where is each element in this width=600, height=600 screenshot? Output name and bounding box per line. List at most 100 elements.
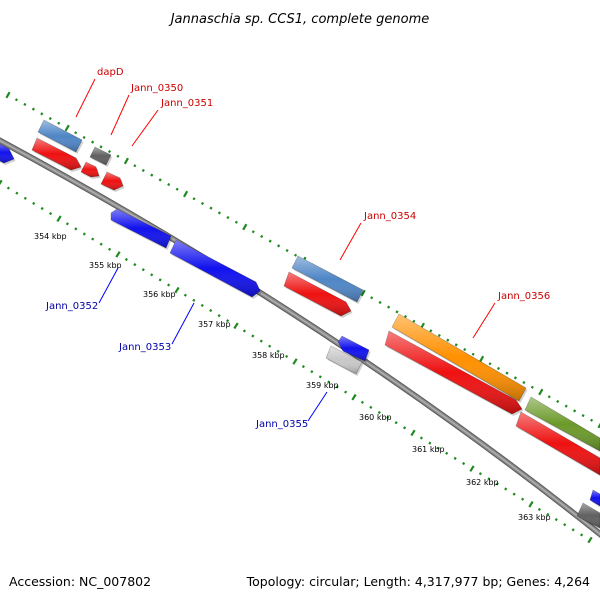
feature-gloss bbox=[326, 346, 362, 374]
minor-tick-mark bbox=[573, 409, 577, 413]
forward-cds-arrow bbox=[100, 171, 125, 192]
forward-cds-arrow bbox=[31, 137, 83, 172]
label-leader-line bbox=[110, 94, 130, 136]
minor-tick-mark bbox=[512, 492, 516, 496]
feature-gloss bbox=[0, 144, 14, 163]
minor-tick-mark bbox=[590, 418, 594, 422]
scale-tick-label: 354 kbp bbox=[34, 232, 67, 241]
minor-tick-mark bbox=[14, 98, 18, 102]
minor-tick-mark bbox=[133, 263, 137, 267]
feature-gloss bbox=[32, 138, 81, 170]
minor-tick-mark bbox=[580, 533, 584, 537]
minor-tick-mark bbox=[91, 140, 95, 144]
minor-tick-mark bbox=[495, 482, 499, 486]
minor-tick-mark bbox=[428, 441, 432, 445]
minor-tick-mark bbox=[412, 319, 416, 323]
minor-tick-mark bbox=[571, 528, 575, 532]
minor-tick-mark bbox=[116, 154, 120, 158]
minor-tick-mark bbox=[183, 293, 187, 297]
minor-tick-mark bbox=[530, 385, 534, 389]
minor-tick-mark bbox=[369, 405, 373, 409]
minor-tick-mark bbox=[445, 451, 449, 455]
reverse-cds-arrow bbox=[589, 489, 600, 508]
minor-tick-mark bbox=[65, 222, 69, 226]
minor-tick-mark bbox=[217, 314, 221, 318]
minor-tick-mark bbox=[192, 298, 196, 302]
minor-tick-mark bbox=[327, 380, 331, 384]
major-tick-mark bbox=[123, 157, 129, 165]
gene-label: Jann_0354 bbox=[363, 211, 416, 222]
forward-gene-arrow bbox=[89, 146, 113, 167]
minor-tick-mark bbox=[49, 212, 53, 216]
minor-tick-mark bbox=[107, 149, 112, 154]
feature-gloss bbox=[392, 314, 526, 401]
minor-tick-mark bbox=[108, 247, 112, 251]
minor-tick-mark bbox=[268, 344, 272, 348]
minor-tick-mark bbox=[259, 339, 263, 343]
minor-tick-mark bbox=[446, 338, 450, 342]
gene-label: Jann_0356 bbox=[497, 291, 550, 302]
scale-tick-label: 358 kbp bbox=[252, 351, 285, 360]
forward-gene-arrow bbox=[37, 119, 84, 154]
minor-tick-mark bbox=[260, 234, 264, 239]
minor-tick-mark bbox=[6, 186, 10, 190]
feature-gloss bbox=[385, 331, 522, 414]
minor-tick-mark bbox=[522, 380, 526, 385]
minor-tick-mark bbox=[563, 523, 567, 527]
minor-tick-mark bbox=[285, 354, 289, 358]
major-tick-mark bbox=[587, 536, 593, 544]
scale-tick-label: 361 kbp bbox=[412, 445, 445, 454]
gene-label: Jann_0350 bbox=[130, 83, 183, 94]
label-leader-line bbox=[131, 109, 159, 147]
minor-tick-mark bbox=[504, 487, 508, 491]
minor-tick-mark bbox=[251, 334, 255, 338]
major-tick-mark bbox=[56, 215, 62, 222]
forward-gene-arrow bbox=[576, 502, 600, 530]
major-tick-mark bbox=[64, 124, 70, 132]
minor-tick-mark bbox=[40, 112, 44, 116]
minor-tick-mark bbox=[554, 518, 558, 522]
minor-tick-mark bbox=[310, 370, 314, 374]
minor-tick-mark bbox=[488, 362, 492, 366]
gene-label: Jann_0353 bbox=[118, 342, 171, 353]
minor-tick-mark bbox=[23, 102, 27, 107]
minor-tick-mark bbox=[521, 497, 525, 501]
minor-tick-mark bbox=[200, 303, 204, 307]
minor-tick-mark bbox=[74, 227, 78, 231]
feature-gloss bbox=[284, 272, 351, 316]
major-tick-mark bbox=[233, 322, 239, 330]
gene-labels: dapDJann_0350Jann_0351Jann_0354Jann_0356… bbox=[45, 67, 550, 430]
minor-tick-mark bbox=[40, 206, 44, 211]
minor-tick-mark bbox=[344, 390, 348, 394]
major-tick-mark bbox=[479, 355, 485, 363]
minor-tick-mark bbox=[150, 173, 154, 177]
feature-gloss bbox=[101, 172, 123, 190]
minor-tick-mark bbox=[478, 472, 482, 476]
minor-tick-mark bbox=[141, 268, 145, 272]
minor-tick-mark bbox=[285, 248, 289, 253]
forward-cds-arrow bbox=[384, 330, 524, 416]
label-leader-line bbox=[75, 78, 96, 118]
minor-tick-mark bbox=[74, 131, 78, 135]
minor-tick-mark bbox=[226, 319, 230, 323]
major-tick-mark bbox=[292, 358, 298, 365]
minor-tick-mark bbox=[242, 329, 246, 333]
genome-summary-text: Topology: circular; Length: 4,317,977 bp… bbox=[246, 574, 590, 589]
minor-tick-mark bbox=[546, 512, 550, 517]
minor-tick-mark bbox=[251, 230, 255, 234]
minor-tick-mark bbox=[564, 404, 568, 408]
minor-tick-mark bbox=[377, 410, 381, 415]
major-tick-mark bbox=[183, 190, 189, 198]
minor-tick-mark bbox=[192, 197, 196, 201]
minor-tick-mark bbox=[15, 191, 19, 195]
minor-tick-mark bbox=[277, 244, 281, 248]
minor-tick-mark bbox=[57, 121, 61, 125]
scale-tick-label: 355 kbp bbox=[89, 261, 122, 270]
minor-tick-mark bbox=[547, 395, 551, 399]
minor-tick-mark bbox=[268, 239, 272, 243]
major-tick-mark bbox=[597, 422, 600, 429]
major-tick-mark bbox=[410, 429, 416, 437]
major-tick-mark bbox=[174, 286, 180, 294]
forward-gene-arrow bbox=[391, 313, 528, 403]
